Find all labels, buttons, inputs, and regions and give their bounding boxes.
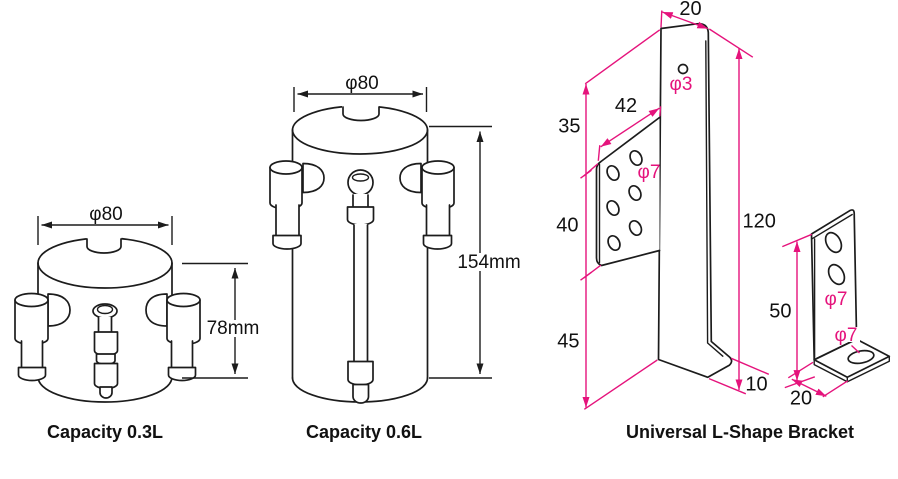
small-bracket-face — [810, 209, 858, 361]
flange-hole — [628, 184, 642, 202]
left-boss — [47, 293, 71, 327]
left-fitting-tube — [20, 340, 44, 370]
large-bracket-thickness-line — [705, 40, 724, 357]
diameter-label: φ80 — [89, 204, 122, 225]
dipstick-neck — [97, 316, 113, 333]
sight-tube-collar — [346, 206, 375, 226]
segment-lower-label: 45 — [557, 331, 579, 353]
small-depth-label: 20 — [790, 388, 812, 410]
right-fitting-tube — [425, 204, 451, 237]
height-label-bg — [454, 253, 523, 271]
right-fitting-lip — [422, 234, 453, 250]
small-base-hole-label-bg — [831, 327, 860, 342]
dipstick-collar — [93, 331, 119, 357]
right-fitting-tube — [170, 340, 194, 370]
right-fitting-lip — [167, 366, 197, 382]
large-bracket-flange — [595, 116, 661, 267]
top-width-extension — [660, 10, 663, 28]
bracket-caption: Universal L-Shape Bracket — [626, 422, 854, 442]
left-fitting-tube-fill — [276, 205, 299, 235]
flange-width-arrow — [600, 107, 660, 148]
flange-hole — [629, 149, 643, 167]
sight-tube-neck-fill — [353, 194, 368, 207]
right-fitting-cap — [166, 292, 201, 308]
small-side-hole-label: φ7 — [825, 289, 848, 310]
left-fitting-tube-fill — [21, 341, 43, 369]
small-depth-extensions — [787, 361, 849, 398]
can-large-caption: Capacity 0.6L — [306, 422, 422, 442]
segment-upper-label: 35 — [558, 116, 580, 138]
height-label: 78mm — [207, 318, 260, 339]
top-width-label: 20 — [679, 0, 701, 20]
dipstick-tip — [99, 386, 113, 399]
rim-notch — [342, 106, 380, 122]
diameter-extension-lines — [37, 216, 173, 245]
can-small-caption: Capacity 0.3L — [47, 422, 163, 442]
rim-notch-mask — [86, 233, 122, 241]
height-top-extension — [708, 28, 754, 58]
left-chain-extensions — [583, 163, 658, 410]
flange-width-label: 42 — [615, 95, 637, 117]
can-bottom — [37, 376, 173, 403]
flange-hole — [628, 219, 643, 237]
left-boss — [302, 162, 325, 194]
small-bracket-face-hole — [824, 231, 843, 254]
dipstick-lower — [93, 362, 119, 390]
diameter-extension-lines — [293, 87, 428, 112]
flange-hole — [606, 164, 620, 182]
left-fitting-cap — [14, 292, 49, 308]
top-hole-label: φ3 — [670, 74, 693, 95]
height-extension-lines — [429, 125, 492, 379]
left-fitting-lip — [17, 366, 47, 382]
flange-hole-label: φ7 — [638, 162, 661, 183]
rim-notch — [86, 238, 122, 254]
flange-hole — [606, 199, 620, 217]
total-height-label: 120 — [743, 211, 776, 233]
base-hole-leader — [851, 344, 860, 354]
sight-tube-top-inner — [351, 173, 370, 182]
dipstick-neck-fill — [98, 317, 112, 332]
left-chain-top-extension — [584, 29, 661, 85]
small-bracket-base-hole — [847, 349, 875, 365]
small-base-hole-label: φ7 — [835, 325, 858, 346]
small-bracket-thickness-lines — [811, 213, 853, 359]
dipstick-ring-inner — [96, 304, 114, 315]
rim-notch-mask — [342, 102, 379, 110]
sight-tube-fill — [354, 224, 368, 361]
foot-depth-extensions — [708, 357, 770, 395]
sight-tube-bottom-collar — [347, 360, 374, 386]
left-fitting-tube — [275, 204, 300, 237]
large-bracket-top-hole — [677, 63, 689, 75]
bracket-diagram: 20 42 35 40 45 120 10 φ3 φ7 50 20 φ7 φ7 … — [556, 0, 891, 442]
sight-tube-neck — [352, 194, 369, 208]
sight-tube — [353, 224, 369, 362]
small-bracket-face-hole — [827, 263, 846, 286]
can-small-diagram: φ80 78mm Capaci — [14, 204, 260, 442]
height-extension-lines — [182, 262, 248, 379]
top-width-arrow — [662, 11, 709, 30]
small-depth-arrow — [791, 378, 827, 397]
left-fitting-cap — [269, 160, 303, 175]
right-fitting-cap — [421, 160, 455, 175]
height-label: 154mm — [457, 252, 520, 273]
can-large-diagram: φ80 154mm — [269, 73, 523, 442]
right-fitting-tube-fill — [426, 205, 450, 235]
small-height-label: 50 — [769, 301, 791, 323]
diameter-label: φ80 — [345, 73, 378, 94]
flange-width-extensions — [597, 106, 662, 161]
right-boss — [145, 293, 168, 327]
small-bracket-base-thickness — [813, 355, 890, 383]
flange-hole — [607, 234, 621, 252]
right-fitting-tube-fill — [171, 341, 193, 369]
height-label-bg — [205, 320, 259, 337]
right-boss — [399, 162, 422, 194]
foot-depth-label: 10 — [745, 374, 767, 396]
left-fitting-lip — [272, 234, 302, 250]
sight-tube-tip — [352, 383, 370, 404]
segment-middle-label: 40 — [556, 215, 578, 237]
